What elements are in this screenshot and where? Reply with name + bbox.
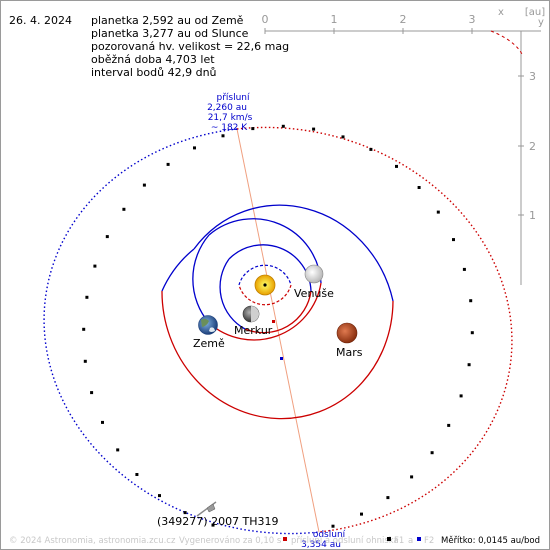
mars-label: Mars: [336, 346, 363, 359]
perihelion-temperature: ~ 182 K: [211, 123, 248, 133]
legend-f2-marker: [417, 537, 421, 541]
copyright-text: © 2024 Astronomia, astronomia.zcu.cz: [9, 536, 176, 546]
orbit-interval-point: [360, 512, 363, 516]
orbit-interval-point: [312, 127, 316, 131]
venus-icon[interactable]: [304, 264, 324, 284]
date-label: 26. 4. 2024: [9, 14, 72, 27]
info-panel: 26. 4. 2024: [9, 14, 72, 27]
x-tick-2: 2: [400, 13, 407, 26]
info-line-magnitude: pozorovaná hv. velikost = 22,6 mag: [91, 40, 290, 53]
info-line-sun-distance: planetka 3,277 au od Slunce: [91, 27, 249, 40]
orbit-interval-point: [331, 524, 335, 528]
asteroid-orbit-points: [82, 124, 474, 528]
x-axis: 0 1 2 3 x [au]: [262, 7, 545, 34]
orbit-interval-point: [83, 359, 87, 363]
x-tick-0: 0: [262, 13, 269, 26]
aphelion-title: odsluní: [313, 530, 346, 540]
center-marker: [280, 357, 283, 360]
orbit-interval-point: [470, 331, 474, 335]
mercury-orbit: [238, 264, 292, 306]
orbit-interval-point: [251, 127, 255, 131]
orbit-interval-point: [193, 146, 196, 150]
orbit-interval-point: [459, 394, 463, 398]
perihelion-annotation: přísluní 2,260 au 21,7 km/s ~ 182 K: [207, 93, 253, 133]
orbit-interval-point: [341, 135, 345, 139]
earth-label: Země: [193, 337, 225, 350]
info-line-period: oběžná doba 4,703 let: [91, 53, 215, 66]
orbit-interval-point: [135, 473, 139, 476]
orbit-interval-point: [395, 164, 398, 168]
scale-text: Měřítko: 0,0145 au/bod: [441, 536, 540, 546]
orbit-interval-point: [116, 448, 120, 452]
orbit-interval-point: [462, 267, 466, 271]
earth-icon[interactable]: [198, 315, 218, 335]
orbit-interval-point: [436, 210, 440, 214]
mercury-icon[interactable]: [242, 305, 260, 323]
orbit-interval-point: [105, 235, 109, 239]
legend-f1-marker: [387, 537, 391, 541]
aphelion-distance: 3,354 au: [301, 540, 341, 549]
aphelion-annotation: odsluní 3,354 au: [301, 530, 346, 549]
x-tick-3: 3: [469, 13, 476, 26]
orbit-interval-point: [410, 475, 414, 479]
earth-orbit: [192, 218, 322, 341]
y-tick-1: 1: [529, 209, 536, 222]
outer-orbit-arc: [490, 30, 524, 57]
unit-label: [au]: [525, 7, 545, 18]
orbit-interval-point: [183, 511, 187, 515]
orbit-interval-point: [101, 420, 104, 424]
y-axis: 3 2 1 y: [518, 17, 544, 285]
mars-icon[interactable]: [336, 322, 358, 344]
legend-f2-text: F2: [424, 536, 434, 546]
perihelion-title: přísluní: [216, 93, 250, 103]
orbit-interval-point: [281, 124, 285, 128]
mars-orbit: [161, 204, 394, 420]
orbit-interval-point: [452, 238, 455, 242]
orbit-interval-point: [467, 363, 471, 367]
sun-icon: [254, 274, 276, 296]
orbit-interval-point: [369, 147, 373, 151]
y-tick-3: 3: [529, 70, 536, 83]
orbit-interval-point: [221, 134, 225, 138]
x-tick-1: 1: [331, 13, 338, 26]
generated-text: Vygenerováno za 0,10 s: [179, 536, 282, 546]
legend-apsis-text: přísluní a odsluní ohniska: [291, 536, 399, 546]
info-line-interval: interval bodů 42,9 dnů: [91, 66, 217, 79]
legend-apsis-marker: [283, 537, 287, 541]
venus-label: Venuše: [294, 287, 334, 300]
orbit-interval-point: [469, 299, 473, 303]
mercury-label: Merkur: [234, 324, 273, 337]
perihelion-distance: 2,260 au: [207, 103, 247, 113]
legend-a-text: a: [408, 536, 413, 546]
orbit-interval-point: [82, 327, 86, 331]
orbit-interval-point: [142, 183, 146, 187]
asteroid-icon[interactable]: [196, 501, 217, 517]
orbit-interval-point: [122, 207, 126, 211]
asteroid-info: planetka 2,592 au od Země planetka 3,277…: [91, 14, 289, 79]
orbit-interval-point: [158, 494, 161, 498]
orbit-interval-point: [93, 264, 97, 268]
orbit-interval-point: [386, 496, 390, 500]
orbit-interval-point: [211, 523, 215, 527]
focus-marker: [272, 320, 275, 323]
y-tick-2: 2: [529, 140, 536, 153]
x-axis-label: x: [498, 7, 504, 18]
asteroid-orbit: [43, 126, 513, 535]
perihelion-speed: 21,7 km/s: [208, 113, 253, 123]
orbit-interval-point: [166, 162, 170, 166]
asteroid-label: (349277) 2007 TH319: [157, 515, 279, 528]
orbit-interval-point: [90, 391, 94, 395]
orbit-interval-point: [85, 295, 89, 299]
footer: © 2024 Astronomia, astronomia.zcu.cz Vyg…: [9, 536, 540, 546]
orbit-interval-point: [417, 186, 421, 189]
legend-f1-text: F1: [394, 536, 404, 546]
y-axis-label: y: [538, 17, 544, 28]
info-line-earth-distance: planetka 2,592 au od Země: [91, 14, 244, 27]
orbit-interval-point: [447, 423, 451, 427]
orbit-interval-point: [430, 451, 434, 455]
